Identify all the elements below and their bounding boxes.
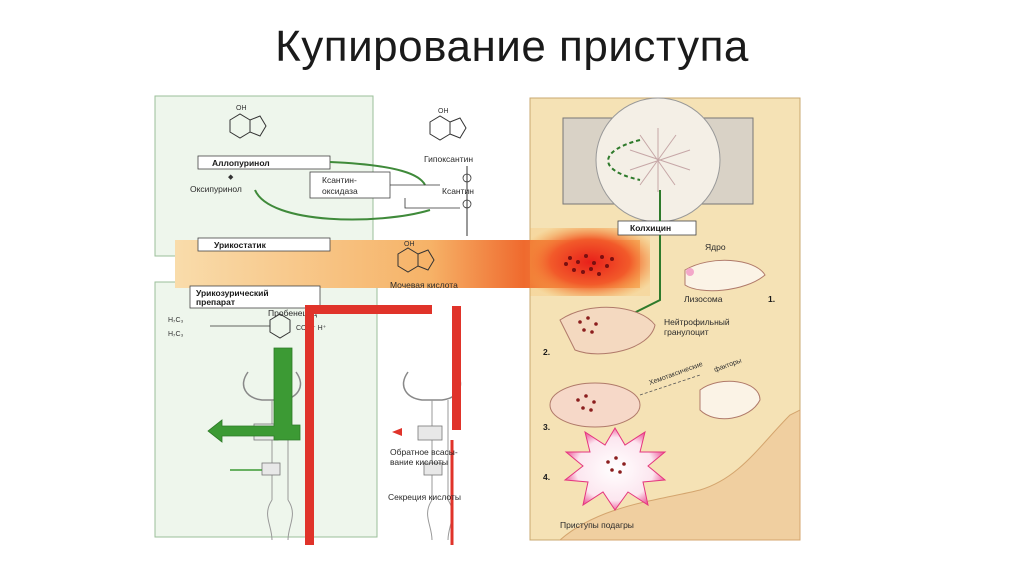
phagocytosed-crystals — [578, 316, 598, 334]
uric-acid-glow — [530, 228, 650, 296]
reabsorption-label-line2: вание кислоты — [390, 457, 448, 467]
conversion-arrow-icon: ◆ — [228, 174, 234, 181]
probenecid-action-arrow — [207, 347, 301, 443]
slide-title: Купирование приступа — [275, 22, 749, 71]
xanthine-label: Ксантин — [442, 186, 474, 196]
colchicine-box — [617, 220, 697, 236]
urikostatic-label: Урикостатик — [214, 240, 267, 250]
neutrophil-label-line2: гранулоцит — [664, 327, 709, 337]
hypoxanthine-oh-label: OH — [438, 108, 449, 115]
secretion-label: Секреция кислоты — [388, 492, 461, 502]
inflamed-cell — [549, 382, 641, 428]
allopurinol-structure — [229, 113, 267, 139]
uricosuric-label-line1: Урикозурический — [196, 288, 269, 298]
probenecid-ring — [269, 313, 291, 339]
uricosuric-panel — [154, 281, 378, 538]
hypoxanthine-structure — [429, 115, 467, 141]
enzyme-connector-b — [404, 198, 460, 209]
middle-nephron — [402, 371, 462, 541]
recruited-neutrophil — [699, 380, 761, 420]
lysosome-icon — [686, 268, 694, 276]
spindle-fibers — [629, 128, 691, 192]
lysosome-label: Лизосома — [684, 294, 723, 304]
neutrophil-label-line1: Нейтрофильный — [664, 317, 730, 327]
cell-lysis-burst — [563, 427, 667, 511]
reabsorption-label-line1: Обратное всасы- — [390, 447, 458, 457]
nucleus-label: Ядро — [705, 242, 726, 252]
step-1-label: 1. — [768, 294, 775, 304]
foot-illustration — [558, 409, 801, 541]
xanthine-oxidase-line1: Ксантин- — [322, 175, 357, 185]
gout-attacks-label: Приступы подагры — [560, 520, 634, 530]
uric-acid-label: Мочевая кислота — [390, 280, 458, 290]
oxipurinol-label: Оксипуринол — [190, 184, 242, 194]
allopurinol-label: Аллопуринол — [212, 158, 270, 168]
colchicine-dashed-path — [607, 139, 641, 181]
probenecid-formula-left1: H₇C₃ — [168, 317, 184, 324]
lysosome-cell — [684, 259, 766, 292]
cell-4-crystals — [606, 456, 626, 474]
allopurinol-oh-label: OH — [236, 105, 247, 112]
neutrophil-cell — [559, 306, 656, 355]
uric-acid-oh-label: OH — [404, 241, 415, 248]
uric-acid-structure — [397, 247, 435, 273]
oxipurinol-inhibition-arc — [254, 189, 431, 221]
xanthine-oxidase-box — [309, 171, 391, 199]
step-4-label: 4. — [543, 472, 550, 482]
reabsorption-red-arrow — [392, 306, 461, 436]
chemotactic-arrow — [639, 374, 701, 396]
allopurinol-inhibition-arc — [329, 161, 426, 186]
colchicine-label: Колхицин — [630, 223, 671, 233]
probenecid-formula-left2: H₇C₃ — [168, 331, 184, 338]
hypoxanthine-label: Гипоксантин — [424, 154, 473, 164]
uricosuric-box — [189, 285, 321, 309]
step-2-label: 2. — [543, 347, 550, 357]
block-marker-2-icon — [462, 199, 472, 209]
uricosuric-label-line2: препарат — [196, 297, 235, 307]
step-3-label: 3. — [543, 422, 550, 432]
probenecid-label: Пробенецид — [268, 308, 317, 318]
urate-crystals-cluster — [564, 254, 614, 276]
cell-3-crystals — [576, 394, 596, 412]
xanthine-oxidase-line2: оксидаза — [322, 186, 358, 196]
urikostatic-box — [197, 237, 331, 252]
block-marker-1-icon — [462, 173, 472, 183]
